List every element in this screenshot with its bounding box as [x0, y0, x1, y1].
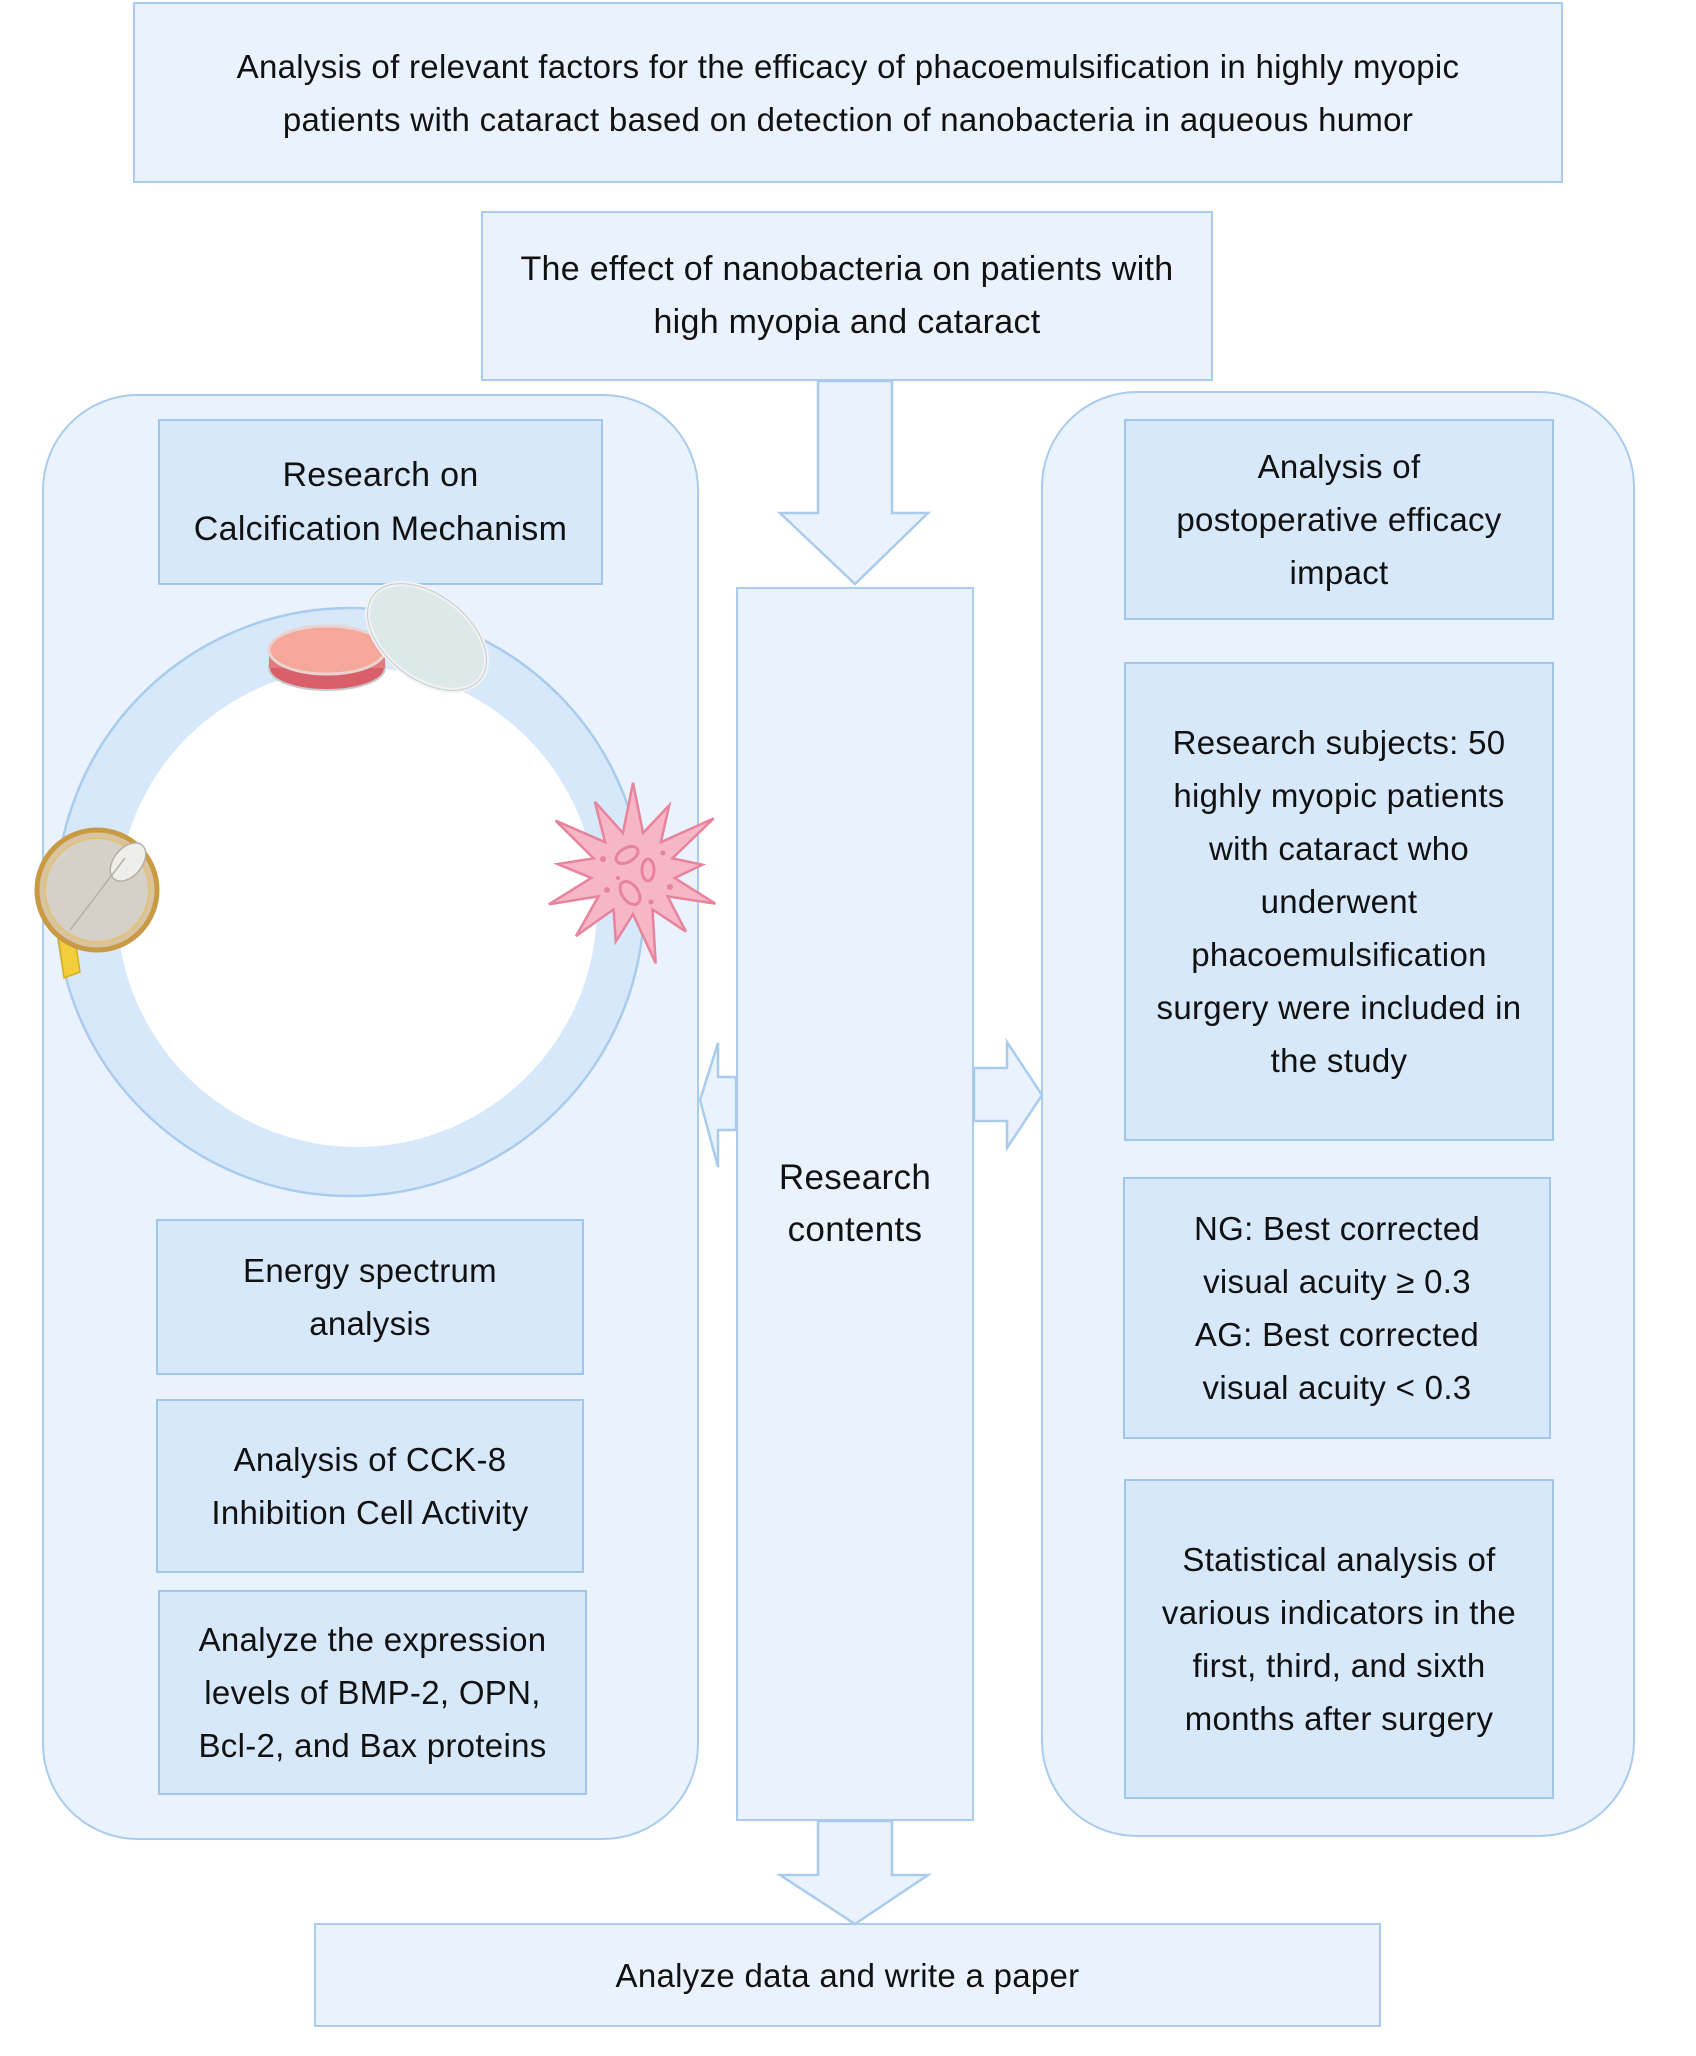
conclusion-box: Analyze data and write a paper	[314, 1923, 1381, 2027]
right-item-statistics: Statistical analysis of various indicato…	[1124, 1479, 1554, 1799]
right-item-subjects: Research subjects: 50 highly myopic pati…	[1124, 662, 1554, 1141]
arrow-right	[972, 1037, 1044, 1153]
right-item-groups: NG: Best corrected visual acuity ≥ 0.3 A…	[1123, 1177, 1551, 1439]
left-item-text: Energy spectrum analysis	[243, 1252, 497, 1342]
left-item-cck8: Analysis of CCK-8 Inhibition Cell Activi…	[156, 1399, 584, 1573]
left-item-protein-expression: Analyze the expression levels of BMP-2, …	[158, 1590, 587, 1795]
left-item-energy-spectrum: Energy spectrum analysis	[156, 1219, 584, 1375]
research-contents-text: Research contents	[778, 1158, 932, 1249]
arrow-down-top	[776, 379, 932, 586]
eye-anatomy-icon	[34, 827, 160, 980]
arrow-down-bottom	[775, 1819, 933, 1926]
postoperative-header-text: Analysis of postoperative efficacy impac…	[1176, 448, 1502, 591]
right-item-text: Statistical analysis of various indicato…	[1161, 1541, 1517, 1737]
postoperative-header-box: Analysis of postoperative efficacy impac…	[1124, 419, 1554, 620]
left-item-text: Analyze the expression levels of BMP-2, …	[198, 1621, 547, 1764]
right-item-text: NG: Best corrected visual acuity ≥ 0.3 A…	[1194, 1210, 1480, 1406]
left-item-text: Analysis of CCK-8 Inhibition Cell Activi…	[211, 1441, 529, 1531]
title-box: Analysis of relevant factors for the eff…	[133, 2, 1563, 183]
effect-text: The effect of nanobacteria on patients w…	[520, 250, 1174, 341]
calcification-header-text: Research on Calcification Mechanism	[193, 456, 568, 548]
title-text: Analysis of relevant factors for the eff…	[236, 47, 1460, 138]
right-item-text: Research subjects: 50 highly myopic pati…	[1156, 724, 1522, 1079]
arrow-left	[698, 1042, 738, 1168]
cycle-ring-inner	[117, 667, 597, 1147]
effect-box: The effect of nanobacteria on patients w…	[481, 211, 1213, 381]
calcification-header-box: Research on Calcification Mechanism	[158, 419, 603, 585]
conclusion-text: Analyze data and write a paper	[615, 1956, 1080, 1994]
cell-icon	[548, 782, 716, 964]
petri-dish-icon	[267, 581, 489, 693]
